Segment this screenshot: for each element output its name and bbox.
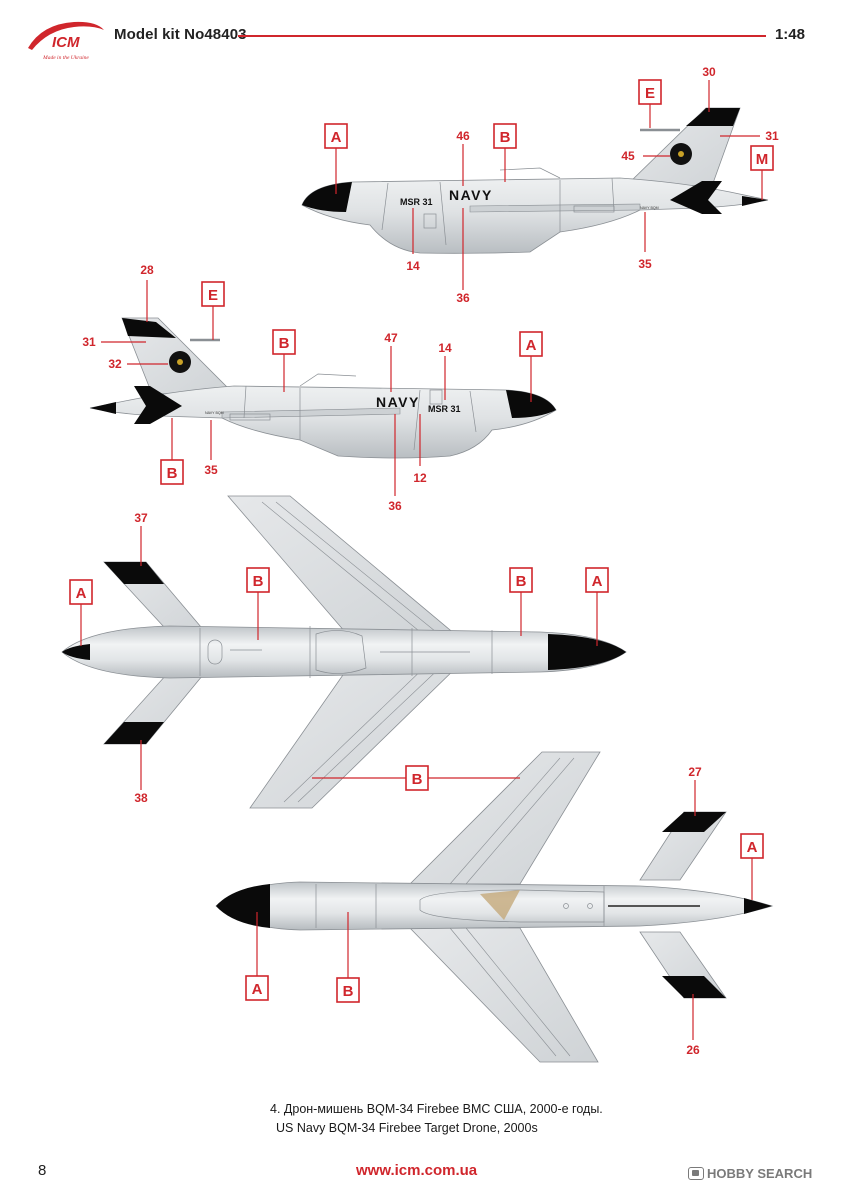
serial-marking: MSR 31 bbox=[400, 197, 433, 207]
tail-cone-black bbox=[90, 402, 116, 414]
decal-14: 14 bbox=[406, 259, 420, 273]
wing-upper bbox=[409, 751, 601, 885]
decal-26: 26 bbox=[686, 1043, 700, 1057]
decal-36: 36 bbox=[456, 291, 470, 305]
decal-37: 37 bbox=[134, 511, 148, 525]
decal-31: 31 bbox=[765, 129, 779, 143]
decal-45: 45 bbox=[621, 149, 635, 163]
decal-30: 30 bbox=[702, 65, 716, 79]
decal-27: 27 bbox=[688, 765, 702, 779]
watermark: HOBBY SEARCH bbox=[688, 1166, 812, 1181]
decal-35: 35 bbox=[638, 257, 652, 271]
nose-cone-black bbox=[506, 390, 556, 418]
label-e: E bbox=[208, 287, 218, 304]
top-view bbox=[61, 495, 627, 809]
label-b: B bbox=[412, 771, 423, 788]
model-kit-number: Model kit No48403 bbox=[114, 26, 247, 43]
website-link[interactable]: www.icm.com.ua bbox=[356, 1162, 478, 1179]
label-a: A bbox=[526, 337, 537, 354]
label-b: B bbox=[253, 573, 264, 590]
wing-lower bbox=[249, 661, 463, 809]
stabilizer-tip-black bbox=[104, 562, 164, 584]
navy-marking: NAVY bbox=[449, 187, 493, 203]
tail-cone-black bbox=[744, 898, 772, 914]
caption-russian: 4. Дрон-мишень BQM-34 Firebee ВМС США, 2… bbox=[270, 1102, 603, 1116]
decal-12: 12 bbox=[413, 471, 427, 485]
serial-marking: MSR 31 bbox=[428, 404, 461, 414]
fin-tip-black bbox=[686, 108, 740, 126]
label-b: B bbox=[167, 465, 178, 482]
decal-47: 47 bbox=[384, 331, 398, 345]
label-a: A bbox=[252, 981, 263, 998]
tail-cone-black bbox=[62, 644, 90, 660]
label-m: M bbox=[756, 151, 769, 168]
hobby-search-icon bbox=[688, 1167, 704, 1180]
watermark-text: HOBBY SEARCH bbox=[707, 1166, 813, 1181]
label-a: A bbox=[331, 129, 342, 146]
label-e: E bbox=[645, 85, 655, 102]
side-view-right: NAVY MSR 31 NAVY BQM bbox=[89, 317, 557, 459]
header-divider bbox=[238, 35, 766, 37]
brand-text: ICM bbox=[52, 34, 80, 51]
decal-31: 31 bbox=[82, 335, 96, 349]
decal-14: 14 bbox=[438, 341, 452, 355]
horizontal-stabilizer bbox=[670, 181, 722, 214]
brand-tagline: Made in the Ukraine bbox=[42, 55, 89, 61]
label-a: A bbox=[592, 573, 603, 590]
page-number: 8 bbox=[38, 1162, 47, 1179]
wing-lower bbox=[409, 927, 599, 1063]
scale-label: 1:48 bbox=[774, 26, 805, 43]
stabilizer-tip-black bbox=[662, 976, 726, 998]
fuselage bbox=[301, 177, 769, 254]
fuselage bbox=[61, 625, 627, 679]
bottom-view bbox=[215, 751, 774, 1063]
svg-text:NAVY BQM: NAVY BQM bbox=[205, 411, 224, 415]
navy-marking: NAVY bbox=[376, 394, 420, 410]
horizontal-stabilizer bbox=[134, 386, 182, 424]
label-b: B bbox=[516, 573, 527, 590]
decal-32: 32 bbox=[108, 357, 122, 371]
decal-36: 36 bbox=[388, 499, 402, 513]
nose-cone-black bbox=[302, 182, 352, 212]
tail-cone-black bbox=[742, 196, 768, 206]
callout-numbers: 30 31 46 45 14 36 35 28 31 32 47 14 35 1… bbox=[82, 65, 779, 1057]
caption-english: US Navy BQM-34 Firebee Target Drone, 200… bbox=[276, 1121, 538, 1135]
fin-tip-black bbox=[122, 318, 176, 338]
decal-46: 46 bbox=[456, 129, 470, 143]
scheme-caption: 4. Дрон-мишень BQM-34 Firebee ВМС США, 2… bbox=[270, 1100, 603, 1138]
svg-text:NAVY BQM: NAVY BQM bbox=[640, 206, 659, 210]
decal-35: 35 bbox=[204, 463, 218, 477]
nose-cone-black bbox=[548, 634, 626, 670]
stabilizer-tip-black bbox=[662, 812, 726, 832]
painting-diagram: NAVY MSR 31 NAVY BQM bbox=[61, 65, 779, 1063]
stabilizer-tip-black bbox=[104, 722, 164, 744]
label-a: A bbox=[747, 839, 758, 856]
label-b: B bbox=[500, 129, 511, 146]
label-a: A bbox=[76, 585, 87, 602]
icm-logo: ICM Made in the Ukraine bbox=[28, 21, 104, 61]
callout-lines bbox=[80, 80, 763, 1040]
label-b: B bbox=[279, 335, 290, 352]
side-view-left: NAVY MSR 31 NAVY BQM bbox=[301, 107, 769, 254]
label-b: B bbox=[343, 983, 354, 1000]
callout-boxes: A B E M E B A B A B B A B A bbox=[69, 79, 774, 1003]
nose-cone-black bbox=[216, 884, 270, 928]
decal-38: 38 bbox=[134, 791, 148, 805]
decal-28: 28 bbox=[140, 263, 154, 277]
